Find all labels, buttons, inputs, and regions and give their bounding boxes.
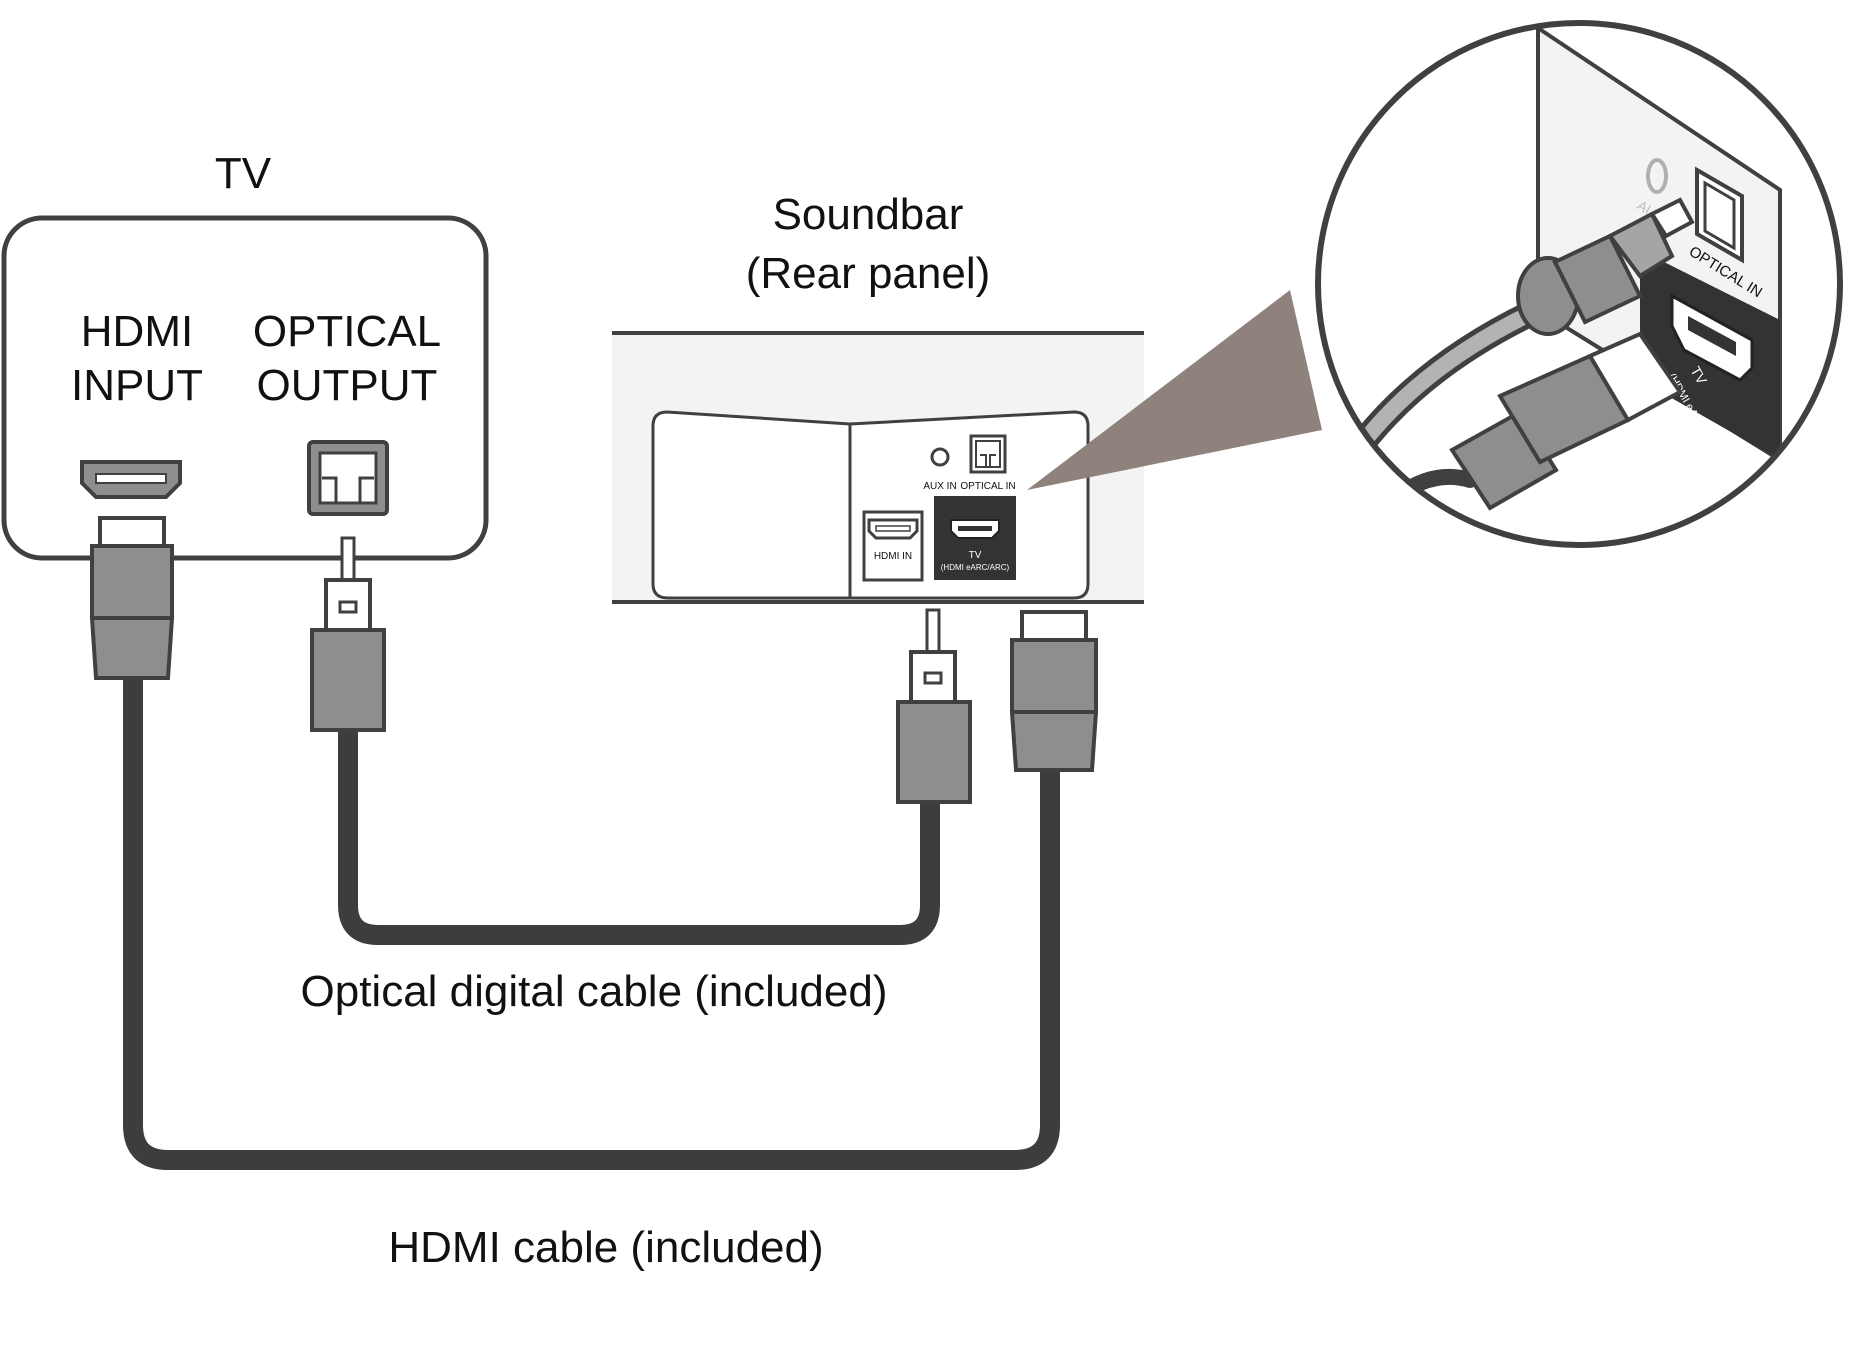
zoom-detail: AUX IN OPTICAL IN TV (HDMI eARC/ARC) <box>1315 20 1843 548</box>
tv-hdmi-label-line2: INPUT <box>71 361 203 410</box>
tv-hdmi-plug <box>89 516 175 680</box>
soundbar-title-line1: Soundbar <box>773 190 964 239</box>
zoom-optical-port-icon <box>1695 166 1744 264</box>
soundbar-hdmi-in-port-icon <box>867 518 919 540</box>
aux-in-label: AUX IN <box>923 481 956 492</box>
tv-title: TV <box>215 149 272 198</box>
soundbar-unit: Soundbar (Rear panel) AUX IN OPTICAL IN … <box>612 190 1144 604</box>
tv-optical-label-line2: OUTPUT <box>257 361 438 410</box>
optical-in-jack-icon <box>969 434 1007 474</box>
aux-in-jack-icon <box>930 447 950 467</box>
tv-hdmi-port-icon <box>80 460 182 499</box>
hdmi-cable-caption: HDMI cable (included) <box>388 1223 823 1272</box>
tv-earc-label-line2: (HDMI eARC/ARC) <box>941 563 1010 572</box>
optical-cable-caption: Optical digital cable (included) <box>301 967 888 1016</box>
zoom-aux-jack-icon <box>1646 158 1668 194</box>
tv-earc-label-line1: TV <box>969 550 982 561</box>
tv-optical-plug <box>310 536 386 732</box>
tv-unit: TV HDMI INPUT OPTICAL OUTPUT <box>1 149 489 561</box>
tv-optical-port-icon <box>307 440 389 516</box>
hdmi-cable <box>123 675 1060 1170</box>
soundbar-tv-earc-port-icon <box>950 519 1000 539</box>
soundbar-recess <box>651 410 852 600</box>
optical-in-label: OPTICAL IN <box>960 481 1015 492</box>
tv-hdmi-label-line1: HDMI <box>81 307 193 356</box>
hdmi-in-label: HDMI IN <box>874 551 912 562</box>
soundbar-optical-plug <box>896 608 972 804</box>
zoom-optical-plug <box>1516 197 1695 336</box>
zoom-callout-cone <box>1027 290 1322 490</box>
soundbar-title-line2: (Rear panel) <box>746 249 991 298</box>
optical-cable <box>338 728 940 945</box>
zoom-tv-earc-port-icon <box>1670 293 1754 382</box>
soundbar-hdmi-plug <box>1009 610 1099 772</box>
tv-optical-label-line1: OPTICAL <box>253 307 441 356</box>
